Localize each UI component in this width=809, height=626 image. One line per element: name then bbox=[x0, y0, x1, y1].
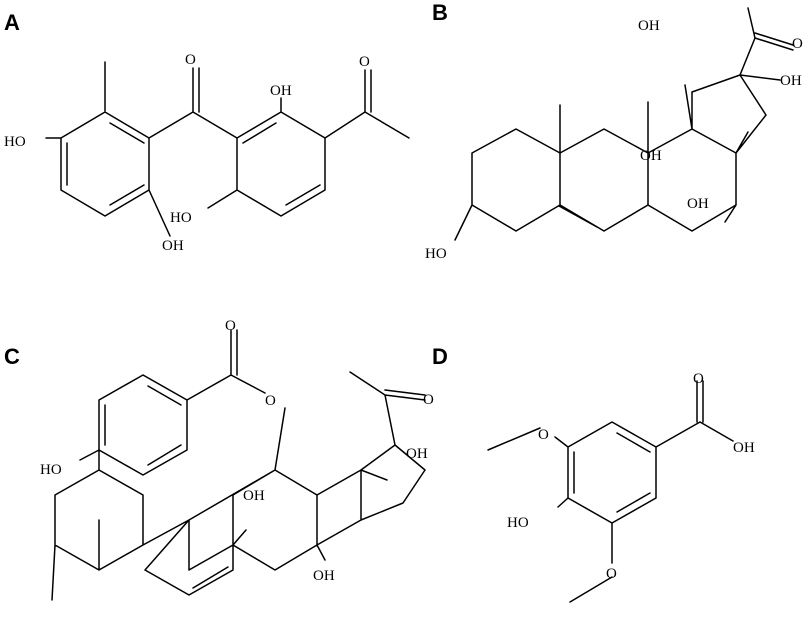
panel-c-o-acetyl: O bbox=[423, 392, 434, 408]
panel-d-oh-acid: OH bbox=[733, 440, 755, 456]
panel-d-bonds bbox=[487, 380, 734, 603]
panel-b-o-acetyl: O bbox=[792, 36, 803, 52]
panel-a-ho-mid: HO bbox=[170, 210, 192, 226]
panel-a-ho-left: HO bbox=[4, 134, 26, 150]
panel-c-oh-c8: OH bbox=[243, 488, 265, 504]
panel-d-o-carbonyl: O bbox=[693, 371, 704, 387]
panel-c: C O O HO O OH OH OH bbox=[4, 318, 434, 601]
panel-b-bonds bbox=[454, 7, 794, 241]
panel-c-oh-c14: OH bbox=[313, 568, 335, 584]
panel-b-oh-c8: OH bbox=[640, 148, 662, 164]
panel-a-oh-bottom: OH bbox=[162, 238, 184, 254]
panel-c-letter: C bbox=[4, 344, 20, 369]
panel-a-oh-top: OH bbox=[270, 83, 292, 99]
panel-c-o-ester: O bbox=[225, 318, 236, 334]
panel-c-bonds bbox=[51, 329, 426, 601]
panel-b-letter: B bbox=[432, 0, 448, 25]
panel-d-ho-phenol: HO bbox=[507, 515, 529, 531]
panel-a-letter: A bbox=[4, 10, 20, 35]
panel-d-o-methoxy-bottom: O bbox=[606, 566, 617, 582]
panel-b: B O OH OH OH OH HO bbox=[425, 0, 803, 262]
panel-a-o-ketone: O bbox=[185, 52, 196, 68]
panel-a-o-acetyl: O bbox=[359, 54, 370, 70]
panel-b-ho-c3: HO bbox=[425, 246, 447, 262]
panel-a: A HO OH O OH O HO bbox=[4, 10, 410, 254]
panel-d-letter: D bbox=[432, 344, 448, 369]
panel-c-ho-phenol: HO bbox=[40, 462, 62, 478]
panel-d-o-methoxy-top: O bbox=[538, 427, 549, 443]
panel-c-o-link: O bbox=[265, 393, 276, 409]
panel-d: D O OH O HO O bbox=[432, 344, 755, 603]
panel-b-oh-c14: OH bbox=[687, 196, 709, 212]
panel-b-oh-c17: OH bbox=[780, 73, 802, 89]
panel-b-oh-c12: OH bbox=[638, 18, 660, 34]
panel-c-oh-c17: OH bbox=[406, 446, 428, 462]
panel-a-bonds bbox=[45, 61, 410, 237]
